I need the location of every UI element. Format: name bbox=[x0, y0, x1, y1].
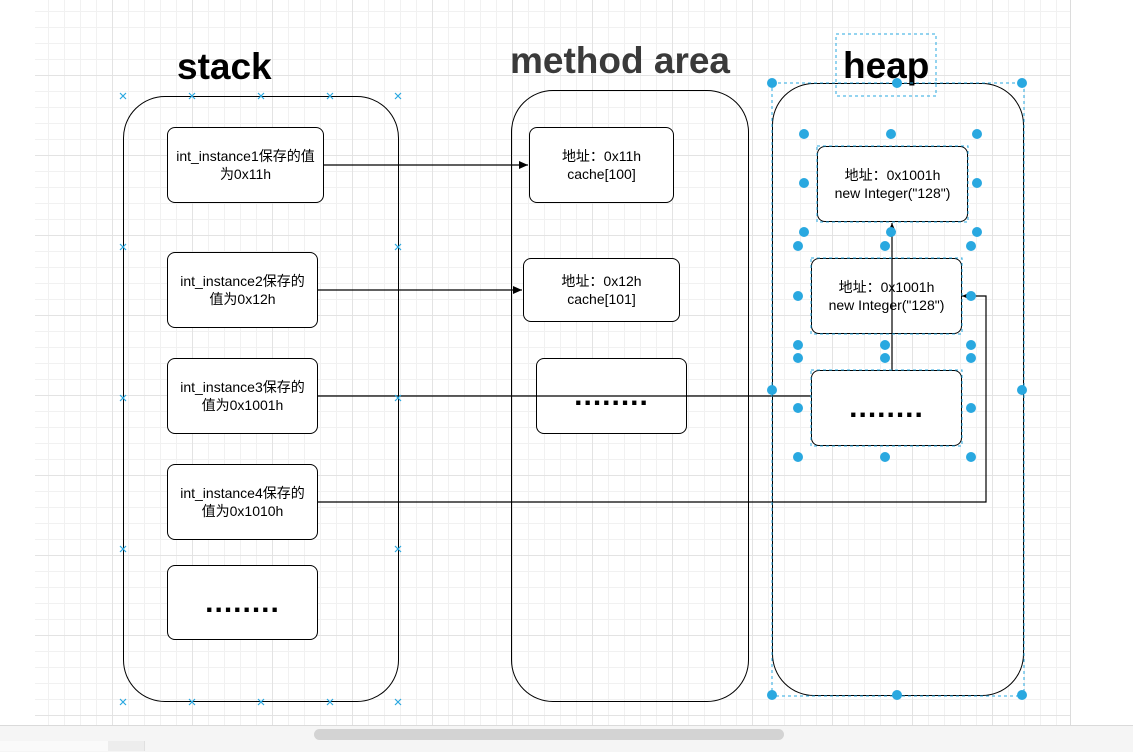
connection-point-marker bbox=[394, 243, 402, 251]
right-gutter bbox=[1070, 0, 1133, 725]
method-item-label: 地址：0x11h cache[100] bbox=[561, 148, 642, 182]
connection-point-marker bbox=[188, 92, 196, 100]
heap-item-label: 地址：0x1001h new Integer("128") bbox=[834, 167, 951, 201]
connection-point-marker bbox=[119, 394, 127, 402]
stack-item-instance2[interactable]: int_instance2保存的 值为0x12h bbox=[167, 252, 318, 328]
resize-handle[interactable] bbox=[767, 385, 777, 395]
resize-handle[interactable] bbox=[966, 403, 976, 413]
resize-handle[interactable] bbox=[966, 353, 976, 363]
connection-point-marker bbox=[257, 698, 265, 706]
stack-item-instance1[interactable]: int_instance1保存的值 为0x11h bbox=[167, 127, 324, 203]
resize-handle[interactable] bbox=[799, 129, 809, 139]
connection-point-marker bbox=[394, 92, 402, 100]
resize-handle[interactable] bbox=[880, 340, 890, 350]
connection-point-marker bbox=[119, 545, 127, 553]
heap-top-selection bbox=[816, 145, 969, 223]
ellipsis-label: ........ bbox=[849, 391, 924, 424]
stack-item-label: int_instance4保存的 值为0x1010h bbox=[180, 485, 305, 519]
method-item-cache101[interactable]: 地址：0x12h cache[101] bbox=[523, 258, 680, 322]
resize-handle[interactable] bbox=[972, 129, 982, 139]
resize-handle[interactable] bbox=[966, 241, 976, 251]
resize-handle[interactable] bbox=[1017, 385, 1027, 395]
connection-point-marker bbox=[326, 698, 334, 706]
resize-handle[interactable] bbox=[767, 690, 777, 700]
resize-handle[interactable] bbox=[972, 178, 982, 188]
resize-handle[interactable] bbox=[1017, 78, 1027, 88]
heap-ellipsis-selection bbox=[810, 369, 963, 447]
connection-point-marker bbox=[119, 243, 127, 251]
resize-handle[interactable] bbox=[793, 353, 803, 363]
resize-handle[interactable] bbox=[793, 452, 803, 462]
ellipsis-label: ........ bbox=[205, 585, 280, 619]
connection-point-marker bbox=[257, 92, 265, 100]
connection-point-marker bbox=[188, 698, 196, 706]
arrow-instance4-to-heap-middle[interactable] bbox=[318, 292, 987, 503]
connection-point-marker bbox=[119, 92, 127, 100]
heap-title-selection bbox=[835, 33, 937, 97]
heap-middle-selection bbox=[810, 257, 963, 335]
stack-item-instance3[interactable]: int_instance3保存的 值为0x1001h bbox=[167, 358, 318, 434]
add-page-tab[interactable] bbox=[108, 741, 145, 751]
resize-handle[interactable] bbox=[966, 291, 976, 301]
heap-title[interactable]: heap bbox=[843, 45, 930, 86]
left-gutter bbox=[0, 0, 35, 725]
connection-point-marker bbox=[394, 545, 402, 553]
heap-item-label: 地址：0x1001h new Integer("128") bbox=[828, 279, 945, 313]
resize-handle[interactable] bbox=[880, 241, 890, 251]
method-item-cache100[interactable]: 地址：0x11h cache[100] bbox=[529, 127, 674, 203]
connection-point-marker bbox=[119, 698, 127, 706]
connection-point-marker bbox=[326, 92, 334, 100]
stack-item-instance4[interactable]: int_instance4保存的 值为0x1010h bbox=[167, 464, 318, 540]
resize-handle[interactable] bbox=[793, 241, 803, 251]
selection-handles[interactable] bbox=[767, 78, 1027, 700]
resize-handle[interactable] bbox=[793, 403, 803, 413]
heap-item-integer-top[interactable]: 地址：0x1001h new Integer("128") bbox=[817, 146, 968, 222]
stack-item-ellipsis[interactable]: ........ bbox=[167, 565, 318, 640]
stack-title[interactable]: stack bbox=[177, 46, 272, 87]
resize-handle[interactable] bbox=[880, 452, 890, 462]
stack-item-label: int_instance2保存的 值为0x12h bbox=[180, 273, 305, 307]
heap-item-ellipsis[interactable]: ........ bbox=[811, 370, 962, 446]
resize-handle[interactable] bbox=[972, 227, 982, 237]
connection-point-marker bbox=[394, 698, 402, 706]
resize-handle[interactable] bbox=[886, 227, 896, 237]
resize-handle[interactable] bbox=[793, 340, 803, 350]
resize-handle[interactable] bbox=[1017, 690, 1027, 700]
method-item-label: 地址：0x12h cache[101] bbox=[561, 273, 642, 307]
resize-handle[interactable] bbox=[892, 78, 902, 88]
method-area-title[interactable]: method area bbox=[510, 40, 731, 81]
horizontal-scrollbar[interactable] bbox=[314, 729, 784, 740]
stack-item-label: int_instance3保存的 值为0x1001h bbox=[180, 379, 305, 413]
resize-handle[interactable] bbox=[966, 452, 976, 462]
stack-item-label: int_instance1保存的值 为0x11h bbox=[176, 148, 315, 182]
resize-handle[interactable] bbox=[799, 227, 809, 237]
resize-handle[interactable] bbox=[793, 291, 803, 301]
resize-handle[interactable] bbox=[886, 129, 896, 139]
resize-handle[interactable] bbox=[966, 340, 976, 350]
resize-handle[interactable] bbox=[880, 353, 890, 363]
resize-handle[interactable] bbox=[767, 78, 777, 88]
stack-selection-markers bbox=[119, 92, 402, 706]
resize-handle[interactable] bbox=[892, 690, 902, 700]
connection-point-marker bbox=[394, 394, 402, 402]
resize-handle[interactable] bbox=[799, 178, 809, 188]
heap-item-integer-middle[interactable]: 地址：0x1001h new Integer("128") bbox=[811, 258, 962, 334]
page-tab[interactable] bbox=[0, 741, 109, 751]
